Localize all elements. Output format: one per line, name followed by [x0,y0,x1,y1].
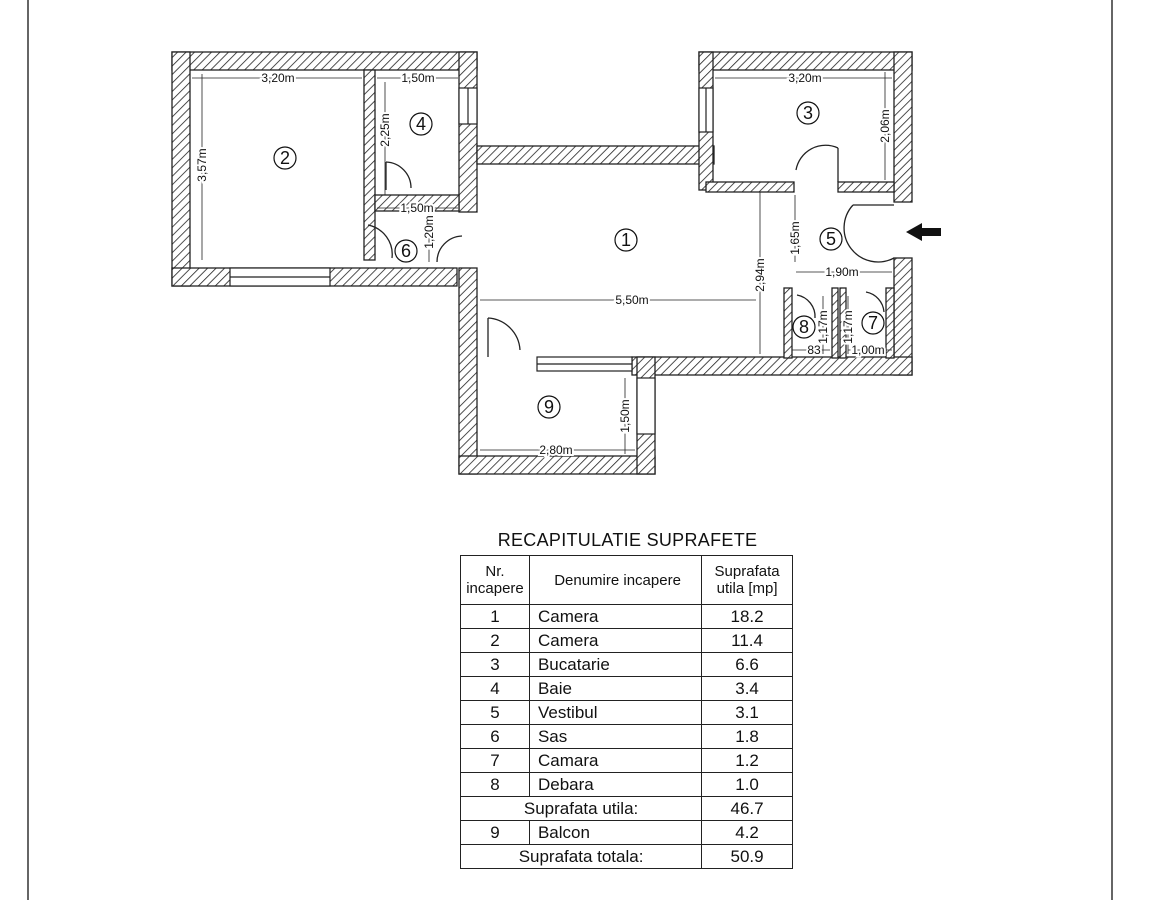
doors [367,144,895,357]
room-4-marker: 4 [409,112,433,136]
dim-r7-height: 1,17m [841,310,855,343]
header-nr: Nr.incapere [460,555,530,605]
room-8-marker: 8 [792,315,816,339]
dim-r9-height: 1,50m [618,399,632,432]
room-markers: 1 2 3 4 5 6 7 8 9 [273,101,885,419]
room-6-number: 6 [401,241,411,261]
dim-r4-height: 2,25m [378,113,392,146]
room-7-number: 7 [868,313,878,333]
room-2-number: 2 [280,148,290,168]
dim-r5-width: 1,90m [825,265,858,279]
room-8-number: 8 [799,317,809,337]
dim-r8-width: 83 [807,343,821,357]
dim-r7-width: 1,00m [851,343,884,357]
room-5-marker: 5 [819,227,843,251]
total-area-row: Suprafata totala: 50.9 [459,844,793,869]
dim-r1-width: 5,50m [615,293,648,307]
arrow-left-icon [906,223,941,241]
dim-r8-height: 1,17m [816,310,830,343]
dimension-labels: 3,20m 3,57m 1,50m 2,25m 1,50m 1,20m 3,20… [193,69,894,459]
room-5-number: 5 [826,229,836,249]
windows [229,87,714,435]
total-area-label: Suprafata totala: [459,844,703,869]
room-1-marker: 1 [614,228,638,252]
dim-r3-height: 2,06m [878,109,892,142]
dim-r3-width: 3,20m [788,71,821,85]
useful-area-row: Suprafata utila: 46.7 [459,796,793,821]
balcony-row: 9 Balcon 4.2 [460,820,793,845]
total-area-value: 50.9 [701,844,793,869]
useful-area-value: 46.7 [701,796,793,821]
room-1-number: 1 [621,230,631,250]
dim-r2-height: 3,57m [195,148,209,181]
dim-r5-height: 1,65m [788,221,802,254]
room-3-number: 3 [803,103,813,123]
dim-r6-width: 1,50m [400,201,433,215]
dim-r9-width: 2,80m [539,443,572,457]
header-name: Denumire incapere [528,555,703,605]
room-6-marker: 6 [394,239,418,263]
dim-r4-width: 1,50m [401,71,434,85]
room-2-marker: 2 [273,146,297,170]
useful-area-label: Suprafata utila: [459,796,703,821]
room-7-marker: 7 [861,311,885,335]
table-title: RECAPITULATIE SUPRAFETE [497,530,758,550]
dim-r1-height: 2,94m [753,258,767,291]
room-4-number: 4 [416,114,426,134]
dim-r6-height: 1,20m [422,215,436,248]
dimension-lines [192,72,892,454]
room-3-marker: 3 [796,101,820,125]
dim-r2-width: 3,20m [261,71,294,85]
room-9-marker: 9 [537,395,561,419]
room-9-number: 9 [544,397,554,417]
